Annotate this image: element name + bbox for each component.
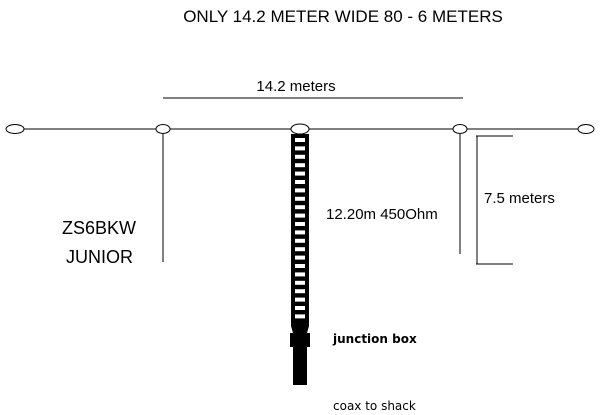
ladder-rung (295, 222, 305, 226)
ladder-rung (295, 247, 305, 252)
ladder-line-body (291, 134, 309, 326)
support-insulator-left (155, 124, 171, 134)
ladder-rungs (295, 138, 305, 319)
ladder-rung (295, 230, 305, 235)
ladder-rung (295, 238, 305, 243)
width-label: 14.2 meters (256, 78, 335, 95)
coax-cable (293, 347, 307, 385)
ladder-rung (295, 171, 305, 176)
ladder-rung (295, 314, 305, 319)
junction-box (290, 333, 310, 347)
ladder-rung (295, 180, 305, 184)
ladder-rung (295, 289, 305, 294)
antenna-name-line1: ZS6BKW (62, 218, 136, 238)
diagram-title: ONLY 14.2 METER WIDE 80 - 6 METERS (183, 7, 503, 26)
ladder-rung (295, 306, 305, 310)
center-insulator (290, 123, 310, 135)
coax-label: coax to shack (333, 399, 416, 413)
end-insulator-left (5, 124, 25, 134)
end-insulator-right (577, 124, 595, 134)
ladder-rung (295, 272, 305, 277)
ladder-rung (295, 146, 305, 151)
ladder-rung (295, 154, 305, 159)
antenna-name-line2: JUNIOR (66, 247, 133, 267)
junction-box-label: junction box (332, 332, 417, 346)
ladder-rung (295, 213, 305, 218)
ladder-rung (295, 163, 305, 168)
ladder-rung (295, 264, 305, 268)
ladder-rung (295, 138, 305, 142)
ladder-rung (295, 196, 305, 201)
ladder-rung (295, 188, 305, 193)
support-insulator-right (452, 124, 468, 134)
height-label: 7.5 meters (484, 190, 555, 207)
ladder-rung (295, 205, 305, 210)
ladder-transition (291, 326, 309, 333)
ladder-line (291, 134, 309, 326)
feedline-label: 12.20m 450Ohm (326, 206, 438, 223)
ladder-rung (295, 255, 305, 260)
ladder-rung (295, 280, 305, 285)
ladder-rung (295, 297, 305, 302)
